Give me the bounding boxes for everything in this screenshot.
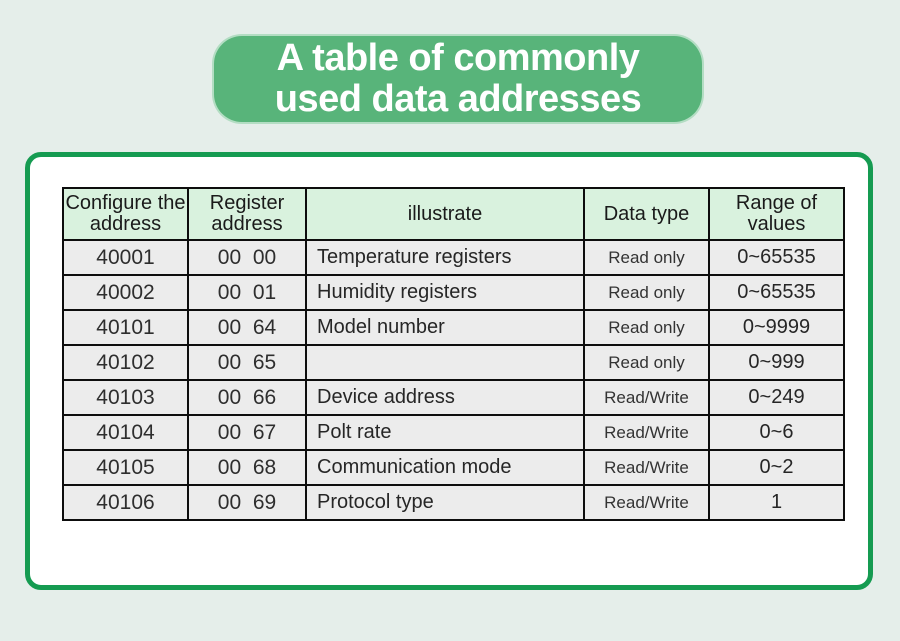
- cell-illustrate: Device address: [305, 379, 585, 416]
- cell-configure-address: 40002: [62, 274, 189, 311]
- cell-range: 0~2: [708, 449, 845, 486]
- cell-data-type: Read/Write: [583, 379, 710, 416]
- column-header-illustrate: illustrate: [305, 187, 585, 241]
- cell-register-address: 00 01: [187, 274, 307, 311]
- cell-range: 0~249: [708, 379, 845, 416]
- cell-illustrate: Model number: [305, 309, 585, 346]
- cell-configure-address: 40105: [62, 449, 189, 486]
- cell-range: 1: [708, 484, 845, 521]
- cell-register-address: 00 69: [187, 484, 307, 521]
- title-line-2: used data addresses: [274, 78, 642, 120]
- cell-configure-address: 40102: [62, 344, 189, 381]
- cell-illustrate: Communication mode: [305, 449, 585, 486]
- title-line-1: A table of commonly: [276, 37, 640, 79]
- cell-data-type: Read only: [583, 309, 710, 346]
- cell-register-address: 00 66: [187, 379, 307, 416]
- cell-register-address: 00 68: [187, 449, 307, 486]
- column-header-range-of-values: Range of values: [708, 187, 845, 241]
- cell-illustrate: [305, 344, 585, 381]
- column-header-data-type: Data type: [583, 187, 710, 241]
- cell-range: 0~999: [708, 344, 845, 381]
- cell-configure-address: 40103: [62, 379, 189, 416]
- cell-range: 0~6: [708, 414, 845, 451]
- cell-register-address: 00 65: [187, 344, 307, 381]
- cell-illustrate: Protocol type: [305, 484, 585, 521]
- column-header-register-address: Register address: [187, 187, 307, 241]
- cell-configure-address: 40106: [62, 484, 189, 521]
- cell-register-address: 00 00: [187, 239, 307, 276]
- cell-data-type: Read only: [583, 344, 710, 381]
- cell-configure-address: 40104: [62, 414, 189, 451]
- cell-range: 0~65535: [708, 274, 845, 311]
- column-header-configure-address: Configure the address: [62, 187, 189, 241]
- cell-data-type: Read/Write: [583, 484, 710, 521]
- cell-register-address: 00 64: [187, 309, 307, 346]
- cell-illustrate: Polt rate: [305, 414, 585, 451]
- title-banner: A table of commonly used data addresses: [212, 34, 704, 124]
- cell-register-address: 00 67: [187, 414, 307, 451]
- cell-data-type: Read/Write: [583, 414, 710, 451]
- cell-configure-address: 40101: [62, 309, 189, 346]
- cell-range: 0~65535: [708, 239, 845, 276]
- cell-illustrate: Humidity registers: [305, 274, 585, 311]
- cell-data-type: Read only: [583, 239, 710, 276]
- cell-configure-address: 40001: [62, 239, 189, 276]
- cell-illustrate: Temperature registers: [305, 239, 585, 276]
- cell-data-type: Read only: [583, 274, 710, 311]
- cell-data-type: Read/Write: [583, 449, 710, 486]
- cell-range: 0~9999: [708, 309, 845, 346]
